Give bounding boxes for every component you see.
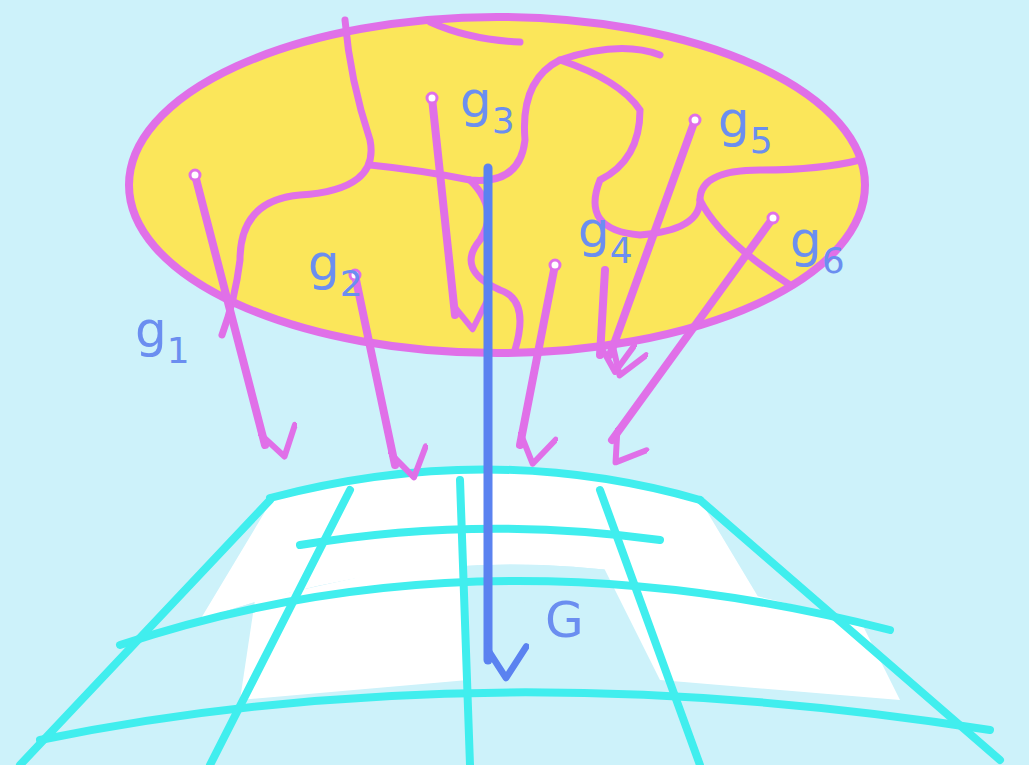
vector-label: g3 <box>460 75 515 125</box>
vector-label: g2 <box>308 238 363 288</box>
vector-label: g6 <box>790 215 845 265</box>
vector-label: g5 <box>718 95 773 145</box>
vector-label: g4 <box>578 205 633 255</box>
region-ellipse <box>129 17 865 353</box>
vector-label: G <box>545 595 584 645</box>
globe-grid <box>20 469 1000 765</box>
region-borders <box>222 20 860 350</box>
resultant-arrow <box>484 168 493 660</box>
vector-label: g1 <box>135 305 190 355</box>
